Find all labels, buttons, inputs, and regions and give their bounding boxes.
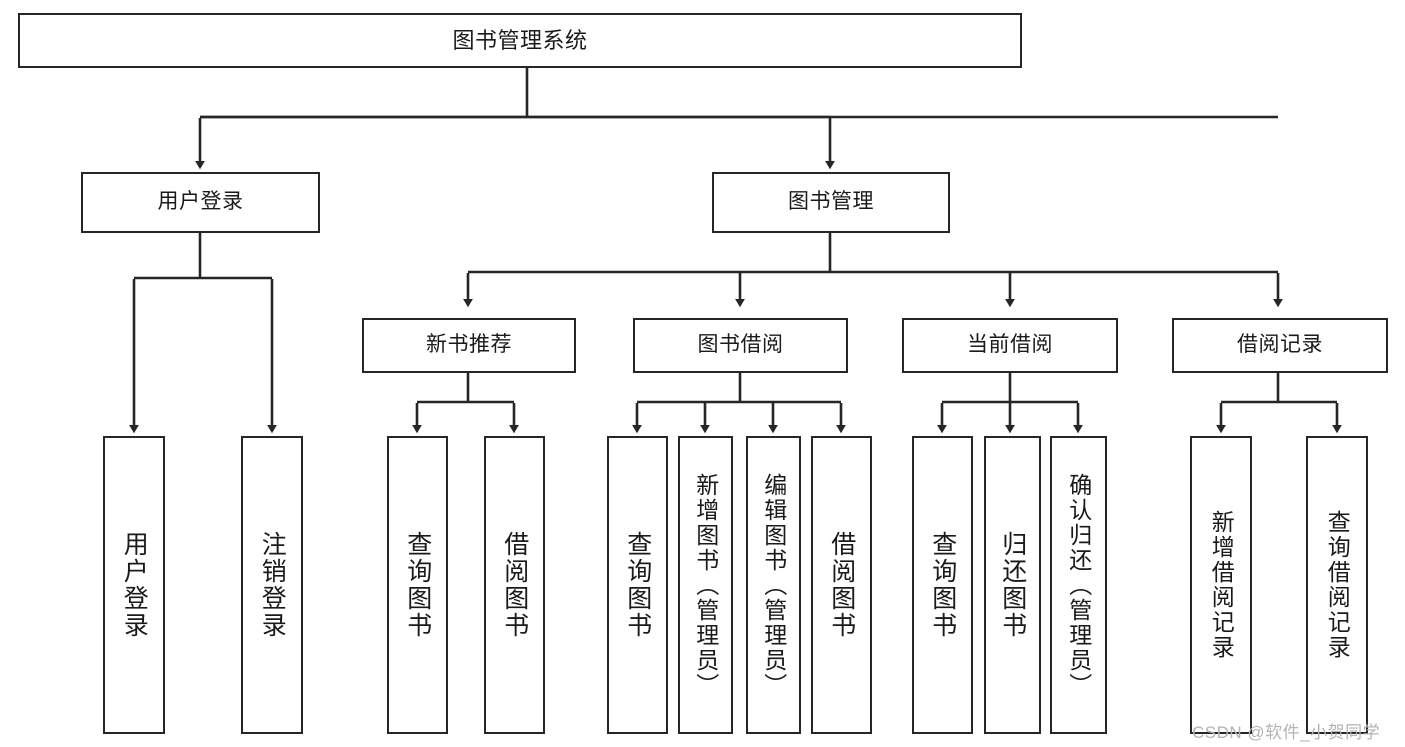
node-label: 查询图书 [623,531,652,639]
node-label: 注销登录 [258,531,287,639]
leaf-current-confirm-return-admin[interactable]: 确认归还（管理员） [1050,436,1107,734]
leaf-record-add-record[interactable]: 新增借阅记录 [1190,436,1252,734]
leaf-record-query-record[interactable]: 查询借阅记录 [1306,436,1368,734]
node-label: 查询图书 [928,531,957,639]
node-root-system[interactable]: 图书管理系统 [18,13,1022,68]
node-label: 借阅记录 [1237,333,1323,357]
node-label: 归还图书 [998,531,1027,639]
node-label: 新增借阅记录 [1208,510,1235,660]
node-current-borrow[interactable]: 当前借阅 [902,318,1118,373]
node-new-book-recommend[interactable]: 新书推荐 [362,318,576,373]
node-label: 确认归还（管理员） [1065,472,1092,698]
leaf-borrow-edit-book-admin[interactable]: 编辑图书（管理员） [746,436,801,734]
node-label: 借阅图书 [500,531,529,639]
leaf-current-return-book[interactable]: 归还图书 [984,436,1041,734]
node-book-management[interactable]: 图书管理 [712,172,950,233]
leaf-borrow-query-book[interactable]: 查询图书 [607,436,668,734]
csdn-watermark: CSDN @软件_小贺同学 [1192,723,1381,742]
leaf-recommend-query-book[interactable]: 查询图书 [387,436,448,734]
node-label: 图书管理系统 [452,27,588,53]
leaf-borrow-borrow-book[interactable]: 借阅图书 [811,436,872,734]
leaf-recommend-borrow-book[interactable]: 借阅图书 [484,436,545,734]
leaf-borrow-add-book-admin[interactable]: 新增图书（管理员） [678,436,733,734]
node-label: 当前借阅 [967,333,1053,357]
node-label: 图书借阅 [697,333,784,357]
leaf-current-query-book[interactable]: 查询图书 [912,436,973,734]
node-label: 图书管理 [788,190,874,214]
node-borrow-record[interactable]: 借阅记录 [1172,318,1388,373]
node-label: 新书推荐 [426,333,512,357]
node-label: 用户登录 [157,190,244,214]
node-label: 借阅图书 [827,531,856,639]
node-label: 用户登录 [120,531,149,639]
node-user-login[interactable]: 用户登录 [81,172,320,233]
node-label: 查询借阅记录 [1324,510,1351,660]
leaf-user-login-login[interactable]: 用户登录 [103,436,165,734]
node-label: 查询图书 [403,531,432,639]
node-label: 新增图书（管理员） [692,472,719,698]
leaf-user-login-logout[interactable]: 注销登录 [241,436,303,734]
node-book-borrow[interactable]: 图书借阅 [633,318,848,373]
node-label: 编辑图书（管理员） [760,472,787,698]
